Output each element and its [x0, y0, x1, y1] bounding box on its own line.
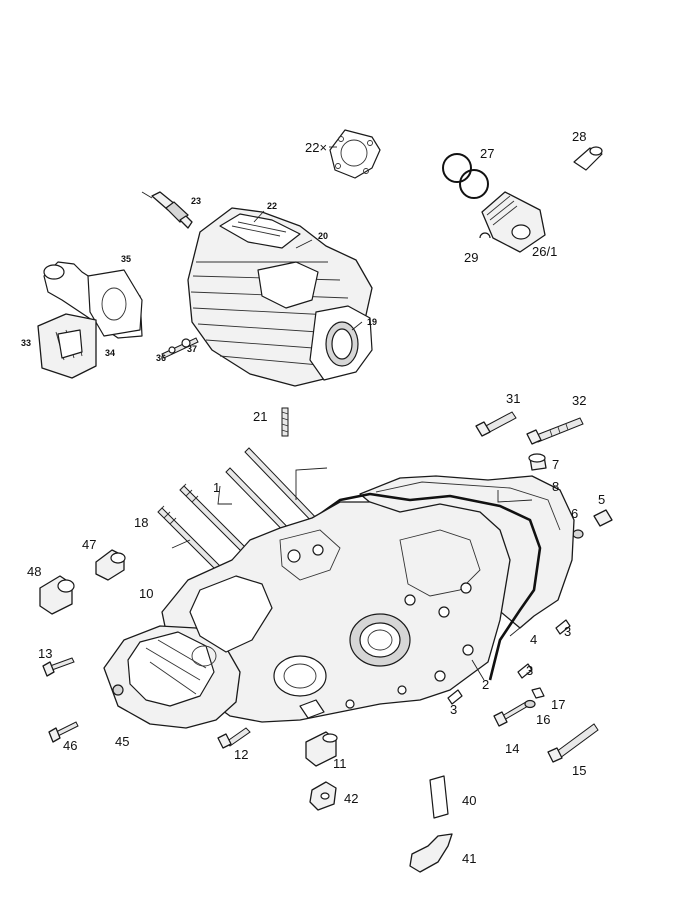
- label-16: 16: [536, 712, 550, 727]
- label-3c: 3: [450, 702, 457, 717]
- label-40: 40: [462, 793, 476, 808]
- label-17: 17: [551, 697, 565, 712]
- label-46: 46: [63, 738, 77, 753]
- label-14: 14: [505, 741, 519, 756]
- piston-pin-part: [573, 146, 603, 171]
- label-2: 2: [482, 677, 489, 692]
- label-36: 36: [156, 353, 166, 363]
- small-parts-bottom-part: [42, 657, 338, 767]
- label-23: 23: [191, 196, 201, 206]
- label-3a: 3: [564, 624, 571, 639]
- label-33: 33: [21, 338, 31, 348]
- piston-part: [479, 191, 546, 253]
- label-42: 42: [344, 791, 358, 806]
- stud-part: [281, 407, 289, 437]
- bolts-14-15-part: [493, 687, 599, 763]
- stud-screw-part: [161, 337, 199, 359]
- label-12: 12: [234, 747, 248, 762]
- leader-lines: [171, 146, 533, 681]
- label-41: 41: [462, 851, 476, 866]
- label-20: 20: [318, 231, 328, 241]
- label-47: 47: [82, 537, 96, 552]
- piston-rings-part: [442, 153, 489, 199]
- intake-assembly-part: [37, 261, 143, 379]
- label-3b: 3: [526, 663, 533, 678]
- label-37: 37: [187, 344, 197, 354]
- label-27: 27: [480, 146, 494, 161]
- crankcase-part: [103, 475, 575, 729]
- label-35: 35: [121, 254, 131, 264]
- label-22: 22: [267, 201, 277, 211]
- label-5: 5: [598, 492, 605, 507]
- label-1: 1: [213, 480, 220, 495]
- label-29: 29: [464, 250, 478, 265]
- label-22x: 22×: [305, 140, 327, 155]
- plug-5-6-part: [572, 509, 613, 539]
- label-31: 31: [506, 391, 520, 406]
- label-15: 15: [572, 763, 586, 778]
- label-11: 11: [333, 756, 347, 771]
- label-6: 6: [571, 506, 578, 521]
- label-26-1: 26/1: [532, 244, 557, 259]
- label-8: 8: [552, 479, 559, 494]
- cylinder-part: [187, 207, 373, 387]
- label-4: 4: [530, 632, 537, 647]
- clips-40-41-42-part: [309, 775, 453, 873]
- label-48: 48: [27, 564, 41, 579]
- label-13: 13: [38, 646, 52, 661]
- spark-plug-part: [141, 191, 193, 229]
- label-19: 19: [367, 317, 377, 327]
- label-21: 21: [253, 409, 267, 424]
- label-7: 7: [552, 457, 559, 472]
- label-28: 28: [572, 129, 586, 144]
- label-34: 34: [105, 348, 115, 358]
- label-18: 18: [134, 515, 148, 530]
- label-45: 45: [115, 734, 129, 749]
- bushings-47-48-part: [39, 549, 126, 615]
- label-32: 32: [572, 393, 586, 408]
- dowel-pins-part: [447, 619, 571, 705]
- bolts-31-32-part: [475, 411, 584, 445]
- head-gasket-part: [329, 129, 381, 179]
- part-labels: 22× 27 28 26/1 29 23 22 20 19 35 33 34 3…: [21, 129, 605, 866]
- label-10: 10: [139, 586, 153, 601]
